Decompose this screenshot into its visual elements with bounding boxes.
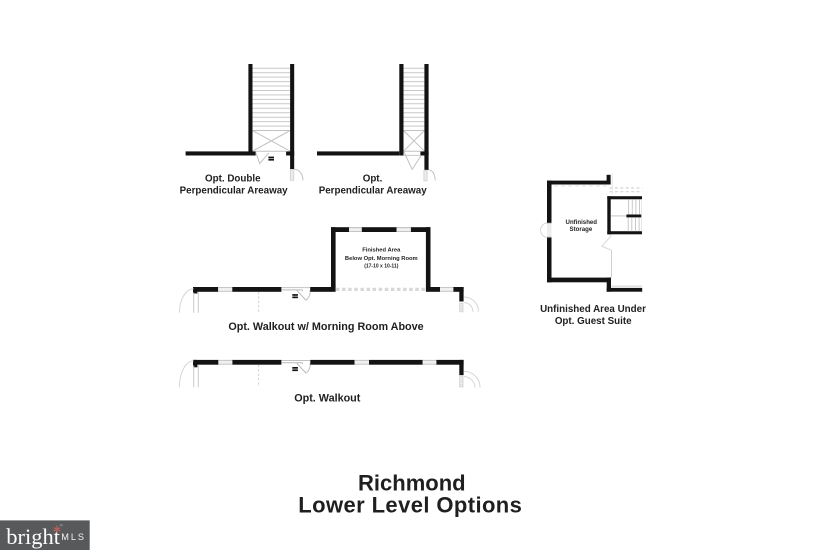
svg-text:Storage: Storage: [570, 226, 593, 233]
svg-text:Opt. Walkout w/ Morning Room A: Opt. Walkout w/ Morning Room Above: [228, 321, 423, 333]
svg-text:Below Opt. Morning Room: Below Opt. Morning Room: [345, 256, 418, 262]
svg-text:(17-10 x 10-11): (17-10 x 10-11): [364, 264, 399, 270]
svg-text:Richmond: Richmond: [358, 471, 466, 496]
svg-text:Lower Level Options: Lower Level Options: [298, 493, 522, 518]
svg-text:Opt. Double: Opt. Double: [205, 173, 261, 184]
svg-text:Perpendicular Areaway: Perpendicular Areaway: [180, 185, 289, 196]
svg-text:Finished Area: Finished Area: [362, 248, 401, 254]
svg-text:Opt. Guest Suite: Opt. Guest Suite: [555, 316, 632, 327]
svg-text:Opt.: Opt.: [363, 173, 383, 184]
svg-text:Unfinished: Unfinished: [566, 219, 598, 226]
svg-text:Opt. Walkout: Opt. Walkout: [294, 392, 361, 404]
svg-text:Perpendicular Areaway: Perpendicular Areaway: [319, 185, 428, 196]
svg-text:MLS: MLS: [61, 532, 86, 542]
svg-text:bright: bright: [6, 524, 60, 549]
svg-text:Unfinished Area Under: Unfinished Area Under: [540, 304, 646, 315]
